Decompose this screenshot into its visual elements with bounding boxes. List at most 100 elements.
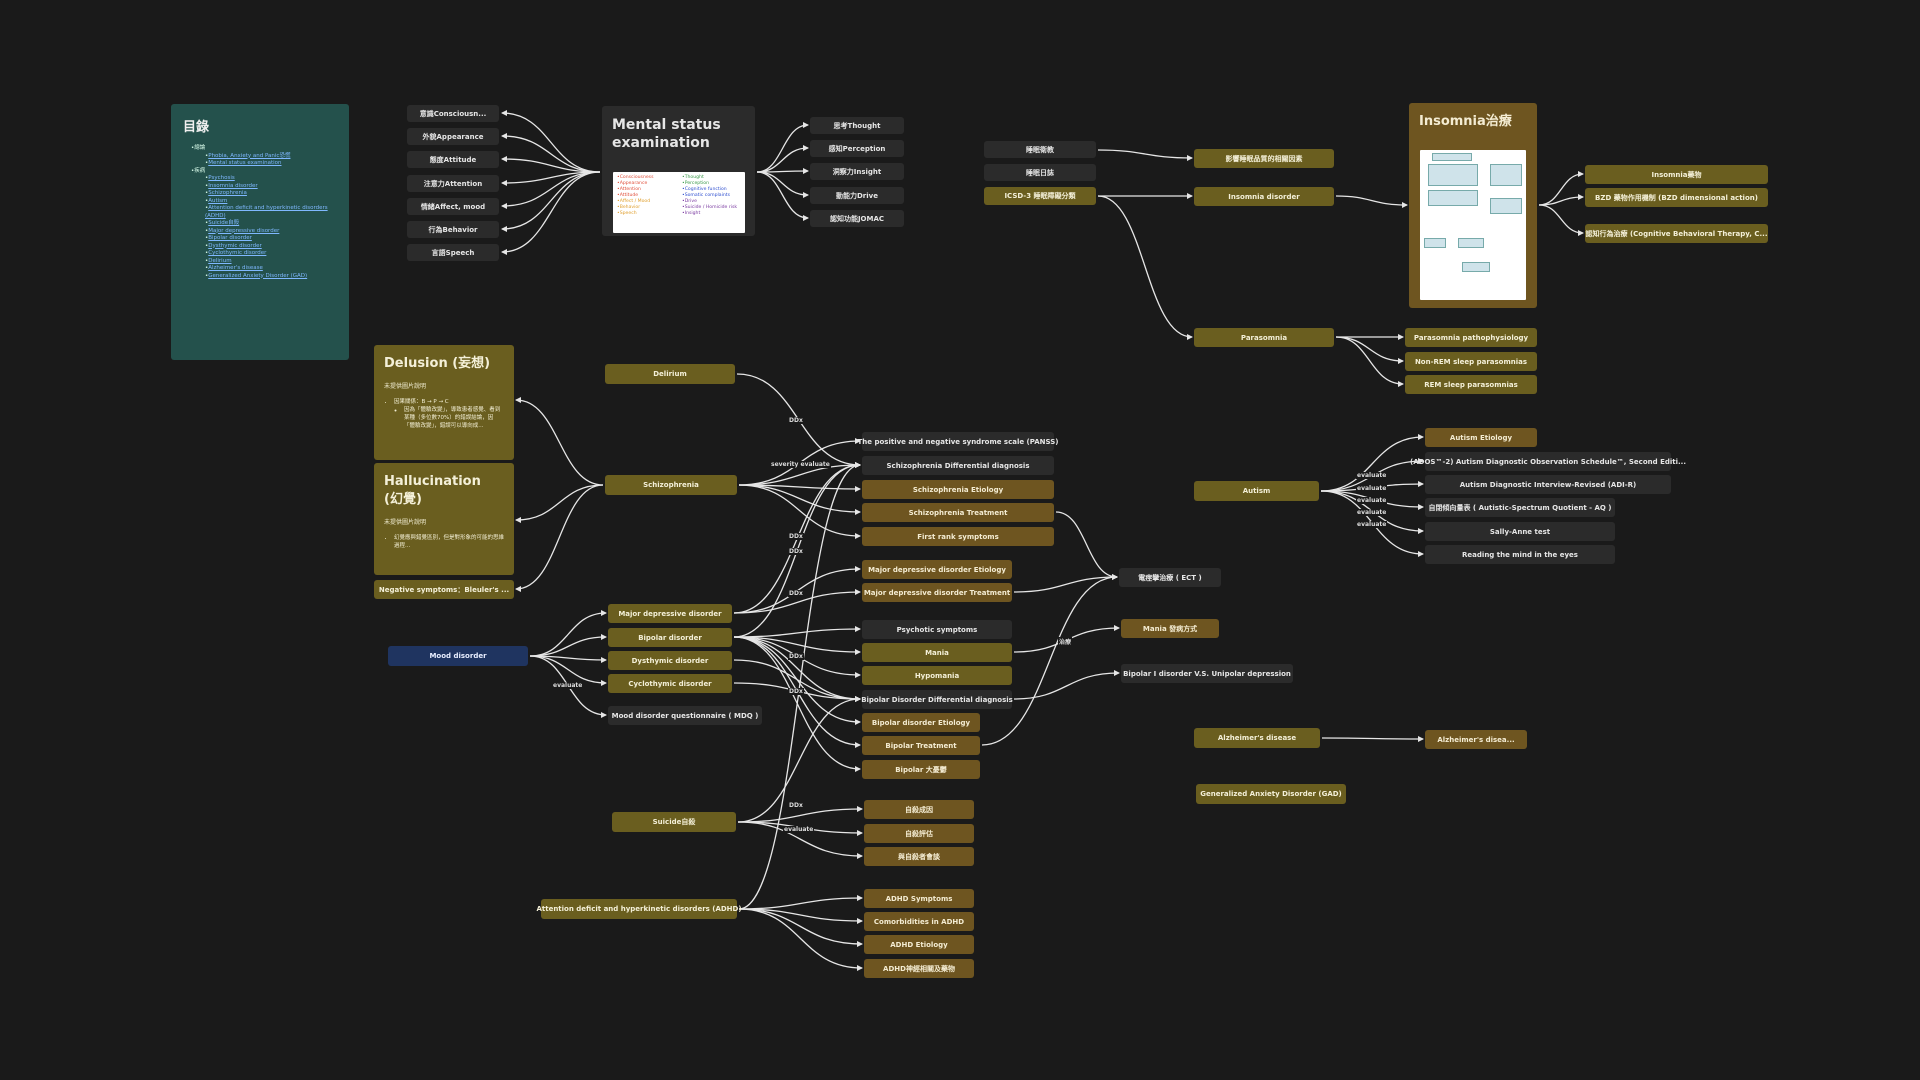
mse-item-insight[interactable]: 洞察力Insight [810,163,904,180]
toc-link[interactable]: Major depressive disorder [208,227,280,234]
hypomania-node[interactable]: Hypomania [862,666,1012,685]
mse-item-thought[interactable]: 思考Thought [810,117,904,134]
sleep-factors-node[interactable]: 影響睡眠品質的相關因素 [1194,149,1334,168]
gad-node[interactable]: Generalized Anxiety Disorder (GAD) [1196,784,1346,804]
mdd-etiology-node[interactable]: Major depressive disorder Etiology [862,560,1012,579]
toc-link[interactable]: Phobia, Anxiety and Panic恐慌 [208,152,291,159]
mdq-node[interactable]: Mood disorder questionnaire ( MDQ ) [608,706,762,725]
mse-item-appearance[interactable]: 外貌Appearance [407,128,499,145]
toc-link[interactable]: Autism [208,197,228,204]
mse-item-drive[interactable]: 動能力Drive [810,187,904,204]
adi-r-node[interactable]: Autism Diagnostic Interview-Revised (ADI… [1425,475,1671,494]
suicide-interview-node[interactable]: 與自殺者會談 [864,847,974,866]
edge [1013,670,1120,700]
mse-item-perception[interactable]: 感知Perception [810,140,904,157]
toc-link[interactable]: Mental status examination [208,160,282,166]
mdd-treatment-node[interactable]: Major depressive disorder Treatment [862,583,1012,602]
edge-label-ddx: DDx [788,548,804,555]
edge [738,484,861,515]
schizophrenia-node[interactable]: Schizophrenia [605,475,737,495]
adhd-symptoms-node[interactable]: ADHD Symptoms [864,889,974,908]
bzd-mechanism-node[interactable]: BZD 藥物作用機制 (BZD dimensional action) [1585,188,1768,207]
bipolar-etiology-node[interactable]: Bipolar disorder Etiology [862,713,980,732]
dysthymic-node[interactable]: Dysthymic disorder [608,651,732,670]
edge [1321,735,1424,742]
adhd-drugs-node[interactable]: ADHD神經相關及藥物 [864,959,974,978]
ados2-node[interactable]: (ADOS™-2) Autism Diagnostic Observation … [1410,452,1686,471]
mood-disorder-node[interactable]: Mood disorder [388,646,528,666]
mania-node[interactable]: Mania [862,643,1012,662]
delusion-card[interactable]: Delusion (妄想) 未提供圖片說明 因果關係：B → P → C 因為「… [374,345,514,460]
cbt-node[interactable]: 認知行為治療 (Cognitive Behavioral Therapy, C.… [1585,224,1768,243]
edge [756,168,809,175]
toc-link[interactable]: Psychosis [208,175,235,181]
schizophrenia-treatment-node[interactable]: Schizophrenia Treatment [862,503,1054,522]
edge [501,171,601,186]
panss-node[interactable]: The positive and negative syndrome scale… [858,432,1058,451]
delirium-node[interactable]: Delirium [605,364,735,384]
bipolar-ddx-node[interactable]: Bipolar Disorder Differential diagnosis [861,690,1013,709]
mse-item-affect[interactable]: 情緒Affect, mood [407,198,499,215]
autism-node[interactable]: Autism [1194,481,1319,501]
insomnia-treatment-title: Insomnia治療 [1419,114,1512,129]
hallucination-image-alt: 未提供圖片說明 [384,519,427,526]
edge-label-evaluate: evaluate [1356,509,1388,516]
parasomnia-pathophysiology-node[interactable]: Parasomnia pathophysiology [1405,328,1537,347]
ect-node[interactable]: 電痙攣治療 ( ECT ) [1119,568,1221,587]
toc-link[interactable]: Bipolar disorder [208,235,252,241]
mse-item-jomac[interactable]: 認知功能JOMAC [810,210,904,227]
toc-link[interactable]: Schizophrenia [208,190,247,196]
toc-link[interactable]: Alzheimer's disease [208,265,263,271]
edge-label-treat: 治療 [1058,637,1073,646]
edge [738,895,863,910]
nrem-parasomnia-node[interactable]: Non-REM sleep parasomnias [1405,352,1537,371]
adhd-etiology-node[interactable]: ADHD Etiology [864,935,974,954]
insomnia-drugs-node[interactable]: Insomnia藥物 [1585,165,1768,184]
mania-onset-node[interactable]: Mania 發病方式 [1121,619,1219,638]
schizophrenia-ddx-node[interactable]: Schizophrenia Differential diagnosis [862,456,1054,475]
aq-scale-node[interactable]: 自閉傾向量表 ( Autistic-Spectrum Quotient - AQ… [1425,498,1615,517]
bipolar-treatment-node[interactable]: Bipolar Treatment [862,736,980,755]
mse-item-attention[interactable]: 注意力Attention [407,175,499,192]
insomnia-disorder-node[interactable]: Insomnia disorder [1194,187,1334,206]
bipolar-node[interactable]: Bipolar disorder [608,628,732,647]
alzheimers-node[interactable]: Alzheimer's disease [1194,728,1320,748]
schizophrenia-etiology-node[interactable]: Schizophrenia Etiology [862,480,1054,499]
mse-item-consciousness[interactable]: 意識Consciousn... [407,105,499,122]
negative-symptoms-node[interactable]: Negative symptoms：Bleuler's ... [374,580,514,599]
toc-link[interactable]: Insomnia disorder [208,182,258,189]
toc-link[interactable]: Cyclothymic disorder [208,250,267,256]
icsd3-node[interactable]: ICSD-3 睡眠障礙分類 [984,187,1096,205]
bipolar-vs-unipolar-node[interactable]: Bipolar I disorder V.S. Unipolar depress… [1121,664,1293,683]
sleep-hygiene-node[interactable]: 睡眠衛教 [984,141,1096,158]
autism-etiology-node[interactable]: Autism Etiology [1425,428,1537,447]
sleep-diary-node[interactable]: 睡眠日誌 [984,164,1096,181]
parasomnia-node[interactable]: Parasomnia [1194,328,1334,347]
suicide-node[interactable]: Suicide自殺 [612,812,736,832]
psychotic-symptoms-node[interactable]: Psychotic symptoms [862,620,1012,639]
edge [1335,336,1404,387]
hallucination-card[interactable]: Hallucination (幻覺) 未提供圖片說明 幻覺應與錯覺區別，但是對形… [374,463,514,575]
cyclothymic-node[interactable]: Cyclothymic disorder [608,674,732,693]
toc-link[interactable]: Attention deficit and hyperkinetic disor… [205,205,328,219]
first-rank-symptoms-node[interactable]: First rank symptoms [862,527,1054,546]
toc-link[interactable]: Dysthymic disorder [208,242,262,249]
mse-item-behavior[interactable]: 行為Behavior [407,221,499,238]
delusion-sub-bullet: 因為「體驗改變」，導致患者感覺、看到某種（多位數70%）的錯誤結論，因「體驗改變… [404,406,504,430]
mse-item-attitude[interactable]: 態度Attitude [407,151,499,168]
adhd-comorbidities-node[interactable]: Comorbidities in ADHD [864,912,974,931]
toc-link[interactable]: Suicide自殺 [208,220,240,226]
suicide-assessment-node[interactable]: 自殺評估 [864,824,974,843]
suicide-causes-node[interactable]: 自殺成因 [864,800,974,819]
adhd-node[interactable]: Attention deficit and hyperkinetic disor… [536,899,742,919]
toc-link[interactable]: Generalized Anxiety Disorder (GAD) [208,272,308,279]
insomnia-flowchart-image [1420,150,1526,300]
bipolar-depression-node[interactable]: Bipolar 大憂鬱 [862,760,980,779]
rem-parasomnia-node[interactable]: REM sleep parasomnias [1405,375,1537,394]
alzheimers-child-node[interactable]: Alzheimer's disea... [1425,730,1527,749]
mse-item-speech[interactable]: 言語Speech [407,244,499,261]
sally-anne-node[interactable]: Sally-Anne test [1425,522,1615,541]
toc-link[interactable]: Delirium [208,257,232,264]
mdd-node[interactable]: Major depressive disorder [608,604,732,623]
reading-mind-eyes-node[interactable]: Reading the mind in the eyes [1425,545,1615,564]
